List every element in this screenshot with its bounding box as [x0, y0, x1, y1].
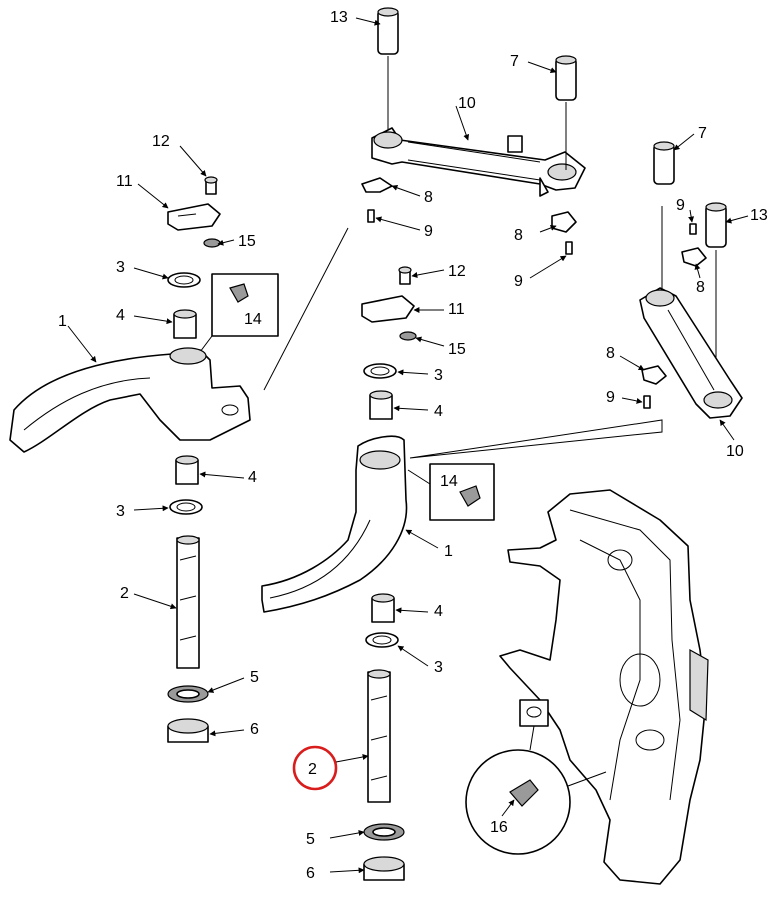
callout-6: 6: [306, 865, 315, 882]
callout-12: 12: [448, 263, 466, 280]
callout-1: 1: [58, 313, 67, 330]
callout-8: 8: [606, 345, 615, 362]
screw-9-b: [565, 241, 573, 255]
callout-3: 3: [434, 367, 443, 384]
callout-3: 3: [116, 503, 125, 520]
callout-5: 5: [306, 831, 315, 848]
steering-cylinder-10: [371, 127, 586, 197]
highlight-ring: [292, 745, 338, 791]
bushing-4-left-top: [173, 309, 197, 339]
callout-9: 9: [424, 223, 433, 240]
washer-15-left: [203, 238, 221, 248]
pin-13-right: [705, 202, 727, 248]
callout-8: 8: [424, 189, 433, 206]
callout-2: 2: [120, 585, 129, 602]
callout-13: 13: [750, 207, 768, 224]
callout-3: 3: [116, 259, 125, 276]
callout-6: 6: [250, 721, 259, 738]
transom-bracket: [499, 489, 709, 885]
detail-circle-16: [465, 749, 571, 855]
bushing-4-left-bottom: [175, 455, 199, 485]
washer-3-left-bottom: [169, 499, 203, 515]
washer-8-right-top: [681, 247, 707, 267]
bearing-5-left: [167, 685, 209, 703]
callout-15: 15: [238, 233, 256, 250]
callout-15: 15: [448, 341, 466, 358]
callout-11: 11: [448, 301, 465, 318]
shaft-2-center: [367, 669, 391, 803]
callout-7: 7: [698, 125, 707, 142]
callout-3: 3: [434, 659, 443, 676]
washer-3-left-top: [167, 272, 201, 288]
callout-14: 14: [244, 311, 262, 328]
washer-3-center-bottom: [365, 632, 399, 648]
bushing-4-center-bottom: [371, 593, 395, 623]
tiller-arm-1-left: [9, 347, 251, 453]
grease-fitting-box-14-left: [211, 273, 279, 337]
shaft-2-left: [176, 535, 200, 669]
callout-9: 9: [606, 389, 615, 406]
side-cylinder-10: [639, 287, 743, 419]
bolt-12-left: [204, 176, 218, 195]
callout-4: 4: [116, 307, 125, 324]
screw-9-right-bottom: [643, 395, 651, 409]
washer-8-b: [551, 211, 577, 233]
callout-10: 10: [726, 443, 744, 460]
callout-4: 4: [248, 469, 257, 486]
callout-8: 8: [514, 227, 523, 244]
pin-13-top: [377, 7, 399, 55]
washer-8-a: [361, 177, 393, 193]
callout-1: 1: [444, 543, 453, 560]
bushing-4-center-top: [369, 390, 393, 420]
screw-9-a: [367, 209, 375, 223]
callout-9: 9: [514, 273, 523, 290]
callout-7: 7: [510, 53, 519, 70]
callout-16: 16: [490, 819, 508, 836]
callout-10: 10: [458, 95, 476, 112]
cup-6-left: [167, 718, 209, 743]
callout-labels: 13 7 10 8 9 12 11 15 3 4 14 1 4 3 2 5 6 …: [58, 9, 768, 882]
cup-6-center: [363, 856, 405, 881]
pin-7-top: [555, 55, 577, 101]
bolt-12-center: [398, 266, 412, 285]
washer-3-center-top: [363, 363, 397, 379]
callout-12: 12: [152, 133, 170, 150]
callout-4: 4: [434, 403, 443, 420]
washer-8-right-bottom: [641, 365, 667, 385]
leader-lines: [67, 17, 749, 874]
callout-5: 5: [250, 669, 259, 686]
grease-fitting-box-14-center: [429, 463, 495, 521]
callout-9: 9: [676, 197, 685, 214]
callout-11: 11: [116, 173, 133, 190]
pin-7-right: [653, 141, 675, 185]
screw-9-right-top: [689, 223, 697, 235]
callout-14: 14: [440, 473, 458, 490]
bearing-5-center: [363, 823, 405, 841]
plate-11-center: [361, 295, 415, 323]
callout-4: 4: [434, 603, 443, 620]
callout-8: 8: [696, 279, 705, 296]
plate-11-left: [167, 203, 221, 231]
callout-13: 13: [330, 9, 348, 26]
callout-2[interactable]: 2: [308, 761, 317, 778]
washer-15-center: [399, 331, 417, 341]
tiller-arm-1-center: [261, 435, 408, 613]
